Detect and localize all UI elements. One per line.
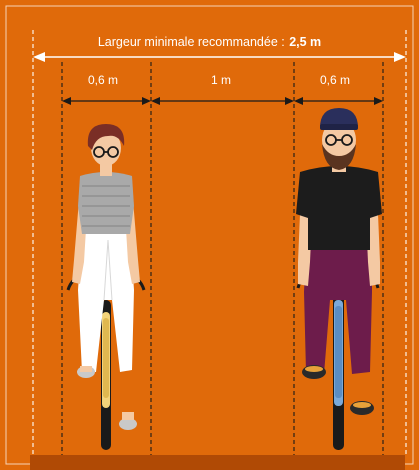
segment-label-middle: 1 m xyxy=(211,73,231,87)
ground-strip xyxy=(30,455,405,470)
segment-label-left: 0,6 m xyxy=(88,73,118,87)
width-title: Largeur minimale recommandée : 2,5 m xyxy=(0,33,419,51)
title-value: 2,5 m xyxy=(289,35,321,49)
woman-shirt xyxy=(78,172,134,234)
title-text: Largeur minimale recommandée : xyxy=(98,35,285,49)
segment-label-right: 0,6 m xyxy=(320,73,350,87)
man-shirt xyxy=(296,166,382,250)
